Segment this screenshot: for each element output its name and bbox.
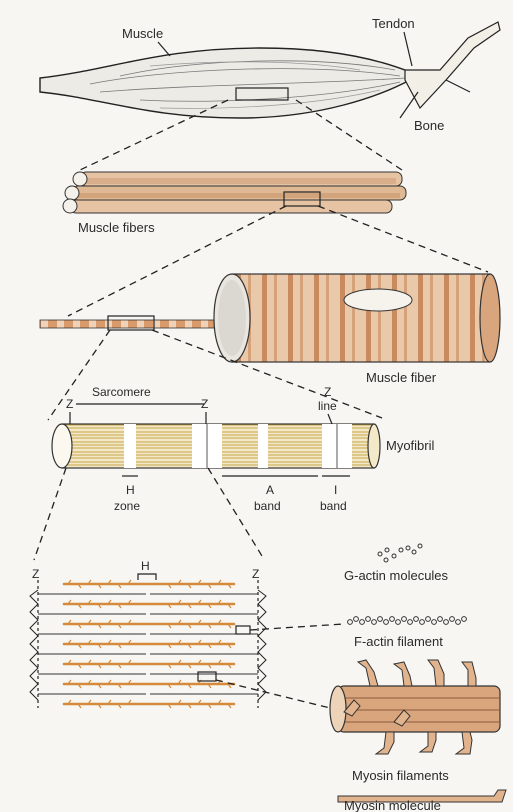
z-label-left: Z [66,397,73,411]
bone-label: Bone [414,118,444,133]
myosin-molecule-label: Myosin molecule [344,798,441,812]
myofibril-label: Myofibril [386,438,435,453]
myofibril [52,424,380,468]
myofibril-strand [40,316,240,330]
tendon-pointer [404,32,412,66]
sarcomere-filaments [30,580,266,708]
tendon-and-bone [400,22,500,118]
h-bracket-sarcomere [138,574,156,580]
muscle-fibers-label: Muscle fibers [78,220,155,235]
myosin-filaments-label: Myosin filaments [352,768,449,783]
h-zone-label-zone: zone [114,499,140,513]
f-actin-label: F-actin filament [354,634,443,649]
zoom-line [250,624,344,630]
z-label-right: Z [201,397,208,411]
muscle-fiber-label: Muscle fiber [366,370,437,385]
i-band-label-band: band [320,499,347,513]
a-band-label-a: A [266,483,274,497]
zoom-line [48,330,110,420]
z-line-label-top: Z [324,385,331,399]
zoom-line [318,206,488,272]
z-line-label-bottom: line [318,399,337,413]
h-label-sarcomere: H [141,559,150,573]
z-line-pointer [328,414,332,424]
muscle-label: Muscle [122,26,163,41]
z-label-sarcomere-left: Z [32,567,39,581]
f-actin-filament [348,617,467,625]
g-actin-molecules [378,544,422,562]
h-zone-label-h: H [126,483,135,497]
muscle-pointer [158,42,170,56]
whole-muscle [40,48,410,118]
sarcomere-label: Sarcomere [92,385,151,399]
zoom-line [34,468,66,560]
muscle-fibers-bundle [63,172,406,213]
i-band-label-i: I [334,483,337,497]
muscle-fiber-cylinder [214,274,500,362]
a-band-label-band: band [254,499,281,513]
z-label-sarcomere-right: Z [252,567,259,581]
g-actin-label: G-actin molecules [344,568,449,583]
myosin-filaments-bundle [330,660,500,754]
tendon-label: Tendon [372,16,415,31]
